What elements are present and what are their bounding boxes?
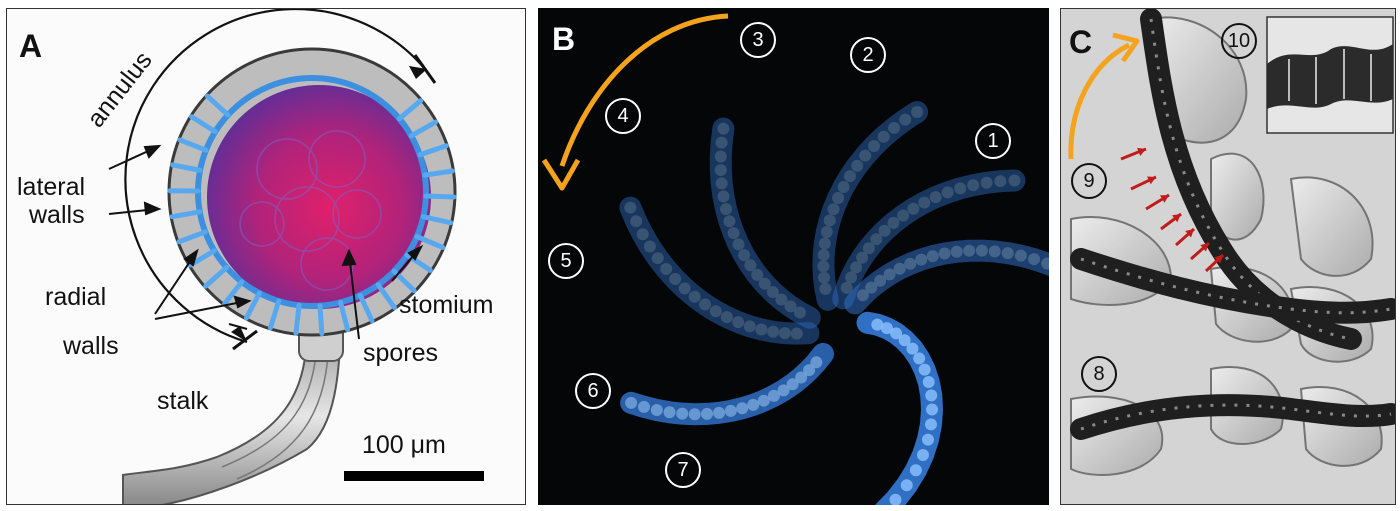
svg-text:7: 7 bbox=[677, 459, 688, 481]
svg-text:6: 6 bbox=[587, 380, 598, 402]
annulus-band-walls bbox=[1149, 18, 1352, 341]
annulus-frame bbox=[844, 239, 1049, 315]
frame-number-8: 8 bbox=[1081, 356, 1117, 392]
label-stalk: stalk bbox=[157, 387, 209, 415]
label-annulus: annulus bbox=[82, 46, 158, 132]
label-radial-walls-line2: walls bbox=[62, 332, 119, 360]
red-arrow bbox=[1145, 193, 1170, 211]
panel-c: C 8 9 10 bbox=[1060, 8, 1396, 505]
red-arrow bbox=[1130, 175, 1157, 191]
frame-number-9: 9 bbox=[1071, 163, 1107, 199]
annulus-frames bbox=[619, 101, 1049, 505]
rotation-arrowhead bbox=[1112, 32, 1140, 63]
svg-text:10: 10 bbox=[1228, 30, 1250, 52]
inset-annulus bbox=[1267, 44, 1393, 109]
radial-wall bbox=[169, 209, 203, 220]
scale-bar-label: 100 μm bbox=[362, 431, 446, 459]
svg-text:3: 3 bbox=[752, 29, 763, 51]
frame-number-1: 1 bbox=[975, 123, 1011, 159]
frame-numbers: 1 2 3 4 5 6 7 bbox=[548, 22, 1011, 488]
inset-walls bbox=[1288, 49, 1372, 104]
annulus-frame bbox=[709, 117, 821, 329]
label-lateral-walls-line2: walls bbox=[28, 201, 85, 229]
svg-text:8: 8 bbox=[1093, 363, 1104, 385]
panel-b-letter: B bbox=[552, 21, 575, 57]
spore-texture bbox=[239, 130, 382, 291]
label-lateral-walls-line1: lateral bbox=[17, 173, 85, 201]
annulus-frame bbox=[832, 169, 1026, 310]
frame-numbers: 8 9 10 bbox=[1071, 23, 1257, 392]
radial-wall bbox=[422, 168, 455, 178]
radial-wall bbox=[420, 214, 454, 226]
rotation-arrow bbox=[1068, 42, 1131, 160]
label-stomium: stomium bbox=[399, 291, 493, 319]
frame-number-2: 2 bbox=[850, 37, 886, 73]
radial-wall bbox=[417, 143, 449, 158]
frame-number-5: 5 bbox=[548, 243, 584, 279]
panel-c-figure: C 8 9 10 bbox=[1068, 9, 1395, 476]
frame-number-7: 7 bbox=[665, 452, 701, 488]
rotation-arrow bbox=[559, 13, 729, 167]
radial-wall bbox=[204, 93, 231, 118]
svg-text:1: 1 bbox=[987, 130, 998, 152]
svg-text:4: 4 bbox=[617, 105, 628, 127]
annotation-arrows bbox=[108, 144, 424, 340]
panel-b-figure: B 1 2 3 4 5 6 7 bbox=[541, 13, 1049, 505]
scale-bar bbox=[344, 471, 484, 481]
annulus-band bbox=[1070, 248, 1395, 324]
radial-wall bbox=[357, 292, 375, 324]
radial-wall bbox=[177, 137, 209, 153]
svg-text:5: 5 bbox=[560, 250, 571, 272]
panel-b: B 1 2 3 4 5 6 7 bbox=[538, 8, 1049, 505]
label-radial-walls-line1: radial bbox=[45, 283, 106, 311]
svg-text:9: 9 bbox=[1083, 170, 1094, 192]
red-arrow bbox=[1160, 212, 1182, 231]
arc-arrowhead-top bbox=[409, 66, 427, 79]
radial-wall bbox=[423, 193, 457, 200]
red-arrow bbox=[1175, 227, 1195, 247]
radial-wall bbox=[189, 114, 218, 135]
radial-wall bbox=[408, 119, 439, 139]
radial-wall bbox=[203, 265, 230, 289]
arc-arrowhead-bottom bbox=[231, 326, 247, 342]
radial-wall bbox=[176, 229, 208, 245]
radial-wall bbox=[396, 98, 424, 122]
frame-number-4: 4 bbox=[605, 98, 641, 134]
annulus-frame bbox=[856, 311, 944, 505]
annulus-arc bbox=[124, 9, 426, 344]
frame-number-6: 6 bbox=[575, 373, 611, 409]
radial-wall bbox=[293, 302, 302, 336]
radial-wall bbox=[414, 234, 446, 250]
red-arrow bbox=[1190, 241, 1210, 261]
panel-a-letter: A bbox=[19, 28, 42, 64]
radial-wall bbox=[222, 279, 245, 307]
svg-text:2: 2 bbox=[862, 44, 873, 66]
annulus-frame bbox=[620, 342, 834, 426]
annulus-frame bbox=[619, 196, 820, 345]
red-arrow bbox=[1120, 147, 1147, 161]
red-arrow bbox=[1204, 253, 1225, 273]
panel-a-figure: A annulus lateral walls radial walls sto… bbox=[17, 9, 493, 504]
label-spores: spores bbox=[363, 339, 438, 367]
radial-wall bbox=[317, 303, 325, 337]
stalk-shape bbox=[122, 326, 343, 504]
rotation-arrowhead bbox=[541, 158, 581, 191]
annulus-frame bbox=[812, 101, 929, 311]
radial-wall bbox=[243, 290, 262, 321]
panel-c-letter: C bbox=[1069, 24, 1092, 60]
annulus-bands bbox=[1070, 9, 1395, 440]
radial-wall bbox=[338, 299, 351, 332]
red-arrows bbox=[1120, 147, 1225, 273]
panel-a: A annulus lateral walls radial walls sto… bbox=[6, 8, 526, 505]
radial-wall bbox=[267, 298, 282, 331]
frame-number-10: 10 bbox=[1221, 23, 1257, 59]
radial-wall bbox=[170, 162, 203, 173]
frame-number-3: 3 bbox=[740, 22, 776, 58]
annulus-band bbox=[1070, 394, 1395, 440]
radial-wall bbox=[375, 282, 397, 311]
spore-mass bbox=[207, 85, 431, 309]
